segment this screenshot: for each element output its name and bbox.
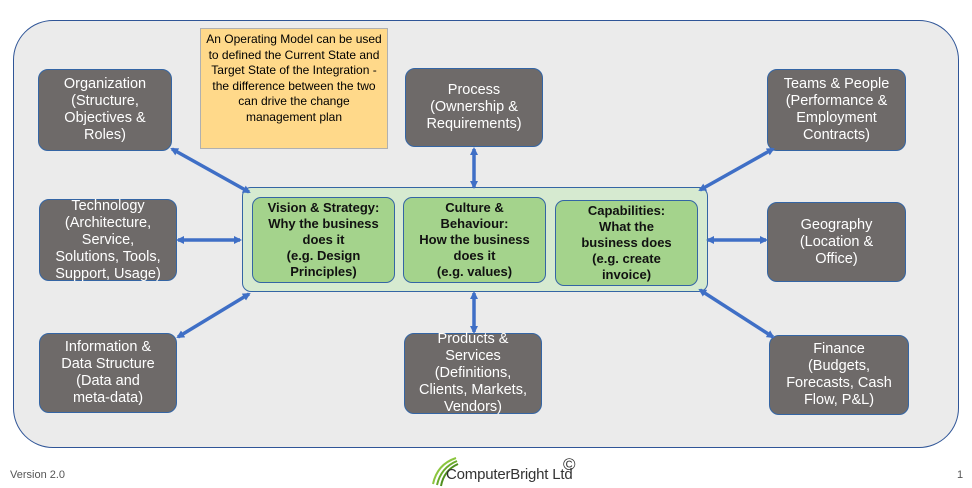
geography-box: Geography (Location & Office) [767,202,906,282]
capabilities-label: Capabilities: What the business does (e.… [581,203,672,282]
teams-people-box: Teams & People (Performance & Employment… [767,69,906,151]
vision-strategy-box: Vision & Strategy: Why the business does… [252,197,395,283]
organization-box: Organization (Structure, Objectives & Ro… [38,69,172,151]
capabilities-box: Capabilities: What the business does (e.… [555,200,698,286]
arrow-information [176,292,251,339]
vision-strategy-label: Vision & Strategy: Why the business does… [267,200,380,279]
copyright-symbol: © [563,455,576,474]
information-box: Information & Data Structure (Data and m… [39,333,177,413]
products-box: Products & Services (Definitions, Client… [404,331,542,415]
company-name: ComputerBright Ltd [446,466,573,483]
technology-label: Technology (Architecture, Service, Solut… [55,197,161,282]
process-label: Process (Ownership & Requirements) [426,82,522,132]
culture-behaviour-label: Culture & Behaviour: How the business do… [419,200,530,279]
page-number: 1 [957,469,964,481]
products-label: Products & Services (Definitions, Client… [419,331,527,415]
information-label: Information & Data Structure (Data and m… [61,339,155,406]
computerbright-logo-icon [432,457,459,487]
geography-label: Geography (Location & Office) [799,216,874,267]
organization-label: Organization (Structure, Objectives & Ro… [63,76,147,143]
arrow-organization [170,147,251,194]
version-label: Version 2.0 [10,469,66,481]
technology-box: Technology (Architecture, Service, Solut… [39,197,177,282]
finance-label: Finance (Budgets, Forecasts, Cash Flow, … [786,341,892,408]
process-box: Process (Ownership & Requirements) [405,68,543,147]
arrow-finance [698,288,775,339]
note-callout: An Operating Model can be used to define… [200,28,388,149]
teams-people-label: Teams & People (Performance & Employment… [783,76,890,143]
arrow-teams [698,147,775,192]
finance-box: Finance (Budgets, Forecasts, Cash Flow, … [769,335,909,415]
culture-behaviour-box: Culture & Behaviour: How the business do… [403,197,546,283]
